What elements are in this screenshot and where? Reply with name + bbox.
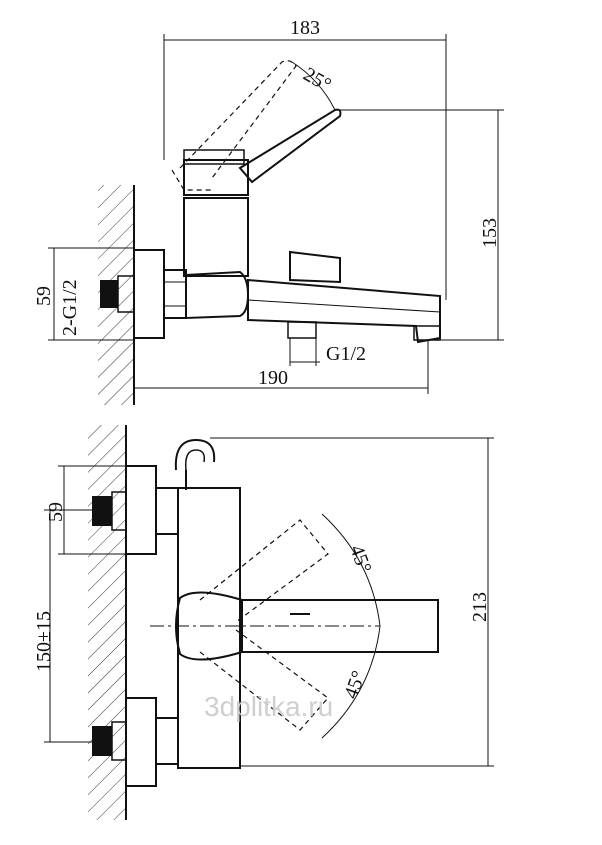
- shower-outlet: [287, 321, 317, 339]
- body-vertical: [177, 487, 241, 769]
- dim-text-153: 153: [479, 218, 501, 248]
- escutcheon-upper: [125, 465, 157, 555]
- dim-text-59-top: 59: [33, 286, 55, 306]
- lever-horizontal: [241, 599, 439, 653]
- lever-right-dashed: [199, 629, 329, 731]
- watermark: 3dplitka.ru: [204, 691, 333, 722]
- side-view: 183 25° 153 59 2-G1/2 G1/2 190: [33, 17, 504, 405]
- dim-text-190: 190: [258, 367, 288, 389]
- cartridge-cap: [183, 159, 249, 196]
- aerator: [413, 325, 441, 341]
- dim-text-2g12: 2-G1/2: [59, 279, 81, 336]
- dim-text-213: 213: [469, 592, 491, 622]
- valve-body-top: [185, 270, 250, 320]
- angle-arc-25: [291, 61, 336, 111]
- dim-text-45-upper: 45°: [345, 542, 375, 576]
- dim-text-183: 183: [290, 17, 320, 39]
- escutcheon-lower: [125, 697, 157, 787]
- escutcheon-top: [133, 249, 165, 339]
- lever-raised-dashed: [179, 60, 297, 179]
- shower-hook: [174, 438, 216, 471]
- lever-left-dashed: [199, 519, 329, 623]
- spout: [247, 278, 441, 344]
- dim-text-g12: G1/2: [326, 343, 366, 365]
- nut-top: [163, 269, 187, 319]
- thread-lower: [92, 726, 112, 756]
- lever-solid: [238, 108, 342, 184]
- angle-arc-upper: [321, 513, 381, 627]
- dim-text-59-bottom: 59: [45, 502, 67, 522]
- dim-text-25deg: 25°: [300, 63, 335, 96]
- thread-upper: [92, 496, 112, 526]
- mixer-cylinder: [183, 197, 249, 277]
- dim-text-150: 150±15: [33, 611, 55, 672]
- dim-text-45-lower: 45°: [340, 668, 370, 702]
- angle-arc-lower: [321, 625, 381, 739]
- front-view: 45° 45° 213 59 150±15 3dplitka.ru: [33, 425, 494, 820]
- diverter-knob: [289, 250, 341, 284]
- thread-inlet-top: [100, 280, 118, 308]
- handle-hub: [175, 591, 243, 661]
